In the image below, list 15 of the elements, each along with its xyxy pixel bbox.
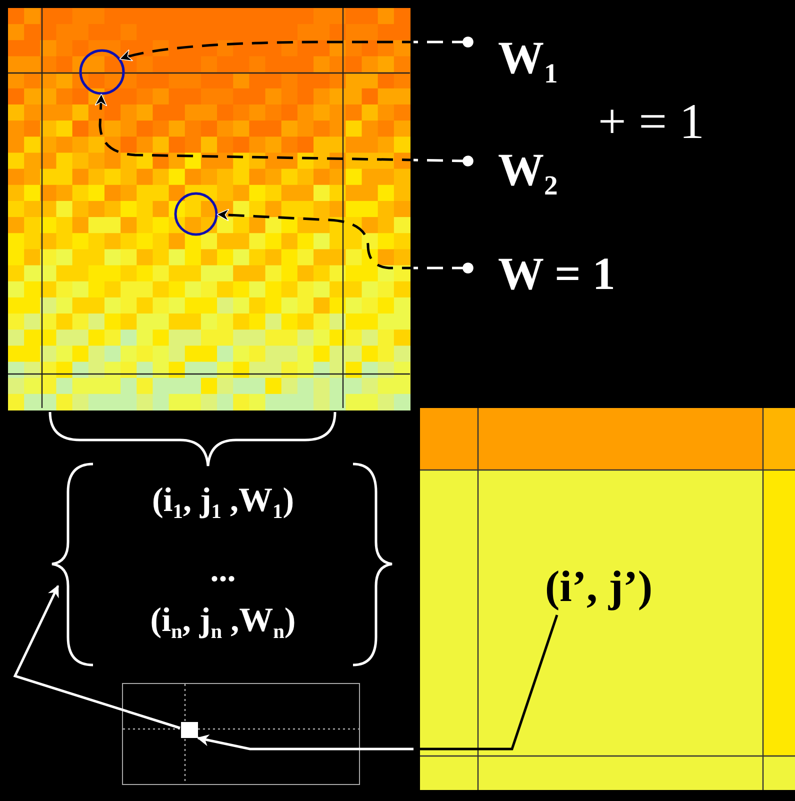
math-label: W = 1 [498,248,616,299]
math-label: (i$_{n}$, j$_{n}$ ,W$_{n}$) [150,602,296,639]
equation-label: + = 1 [598,92,704,150]
dashed-arrow [94,93,474,166]
math-label: W$_{1}$ [498,32,558,83]
frame-box [122,683,360,785]
point-square [181,722,198,738]
math-label: (i’, j’) [545,562,652,611]
dashed-arrow [216,208,474,274]
math-label: (i$_{1}$, j$_{1}$ ,W$_{1}$) [152,482,294,519]
arrow [13,584,180,730]
dashed-arrow [119,36,474,62]
math-label: ... [210,552,236,589]
arrow [196,614,558,750]
math-label: W$_{2}$ [498,144,558,195]
